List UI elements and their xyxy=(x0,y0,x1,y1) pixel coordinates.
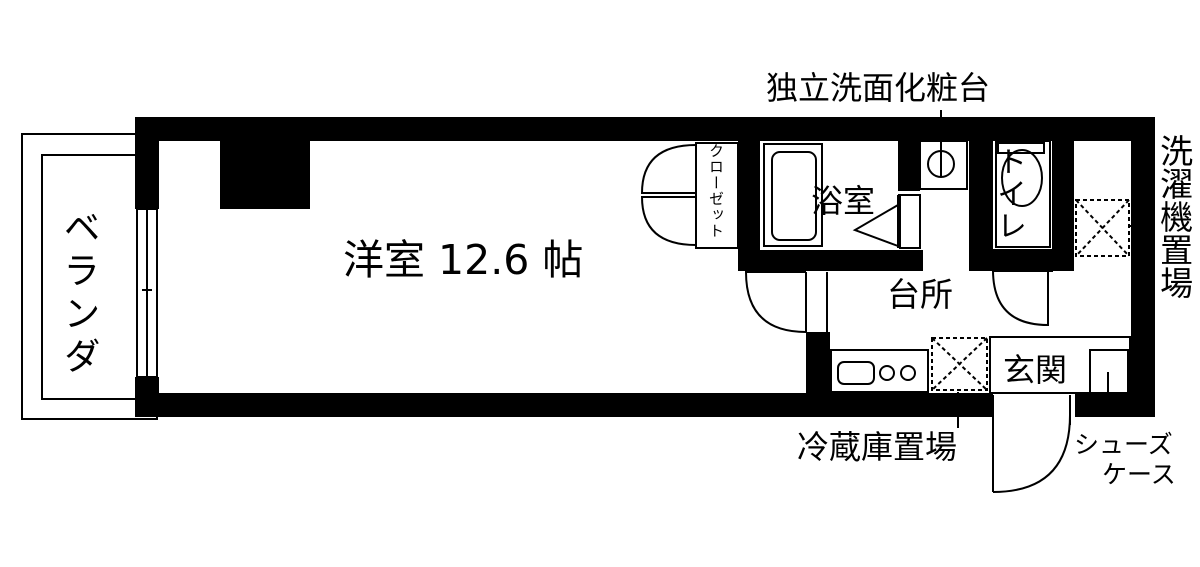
fridge-space xyxy=(931,337,988,391)
room-label-western-room: 洋室 12.6 帖 xyxy=(343,236,584,284)
callout-vanity: 独立洗面化粧台 xyxy=(766,69,991,107)
entrance xyxy=(989,336,1131,493)
room-label-kitchen: 台所 xyxy=(887,275,953,314)
closet xyxy=(640,142,739,249)
bath-door xyxy=(852,194,921,249)
room-label-closet: クローゼット xyxy=(707,143,725,239)
bathtub xyxy=(763,143,823,247)
callout-shoe-box-line1: シューズ xyxy=(1074,430,1173,459)
washer-space xyxy=(1075,199,1130,257)
room-label-toilet: トイレ xyxy=(991,146,1026,242)
callout-shoe-box-line2: ケース xyxy=(1102,460,1176,489)
room-label-entrance: 玄関 xyxy=(1003,351,1068,389)
veranda-window xyxy=(136,208,158,378)
callout-fridge-space: 冷蔵庫置場 xyxy=(797,428,958,466)
room-label-veranda: ベランダ xyxy=(57,208,100,380)
callout-washer-space: 洗濯機置場 xyxy=(1154,134,1194,299)
vanity-sink xyxy=(919,110,968,190)
kitchen-counter xyxy=(830,349,929,393)
toilet xyxy=(992,140,1053,327)
room-label-bathroom: 浴室 xyxy=(811,182,876,220)
interior-walls xyxy=(738,141,1074,417)
outer-walls xyxy=(135,117,1155,417)
main-door xyxy=(744,271,828,333)
